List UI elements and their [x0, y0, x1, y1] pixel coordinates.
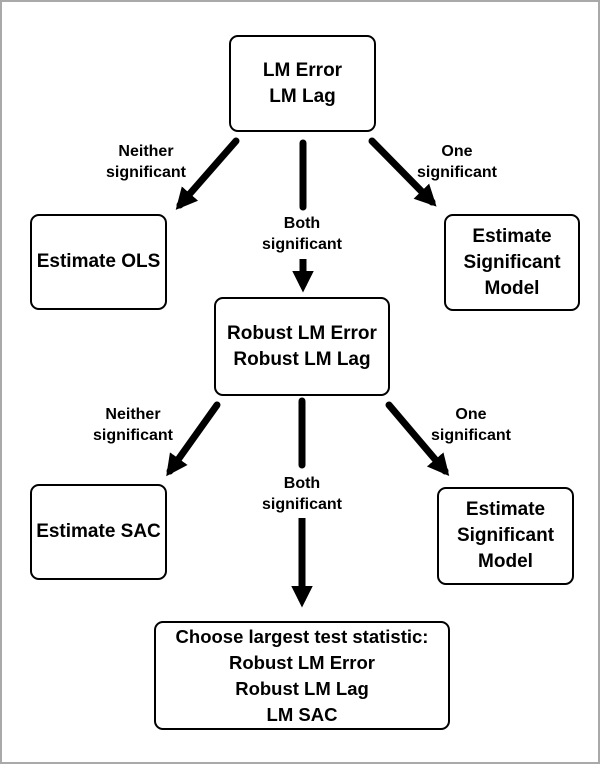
node-choose-largest-test-statistic: Choose largest test statistic: Robust LM…: [154, 621, 450, 730]
edge-label-line: significant: [105, 164, 187, 181]
edge-label-neither-significant-1: Neither significant: [106, 141, 186, 183]
node-line: Significant: [463, 251, 561, 273]
node-line: Estimate OLS: [36, 251, 161, 272]
edge-label-line: One: [441, 143, 473, 160]
edge-label-line: Neither: [118, 143, 174, 160]
node-line: Significant: [456, 525, 555, 546]
edge-label-line: significant: [416, 164, 498, 181]
node-estimate-significant-model-2: Estimate Significant Model: [437, 487, 574, 585]
edge-label-both-significant-1: Both significant: [262, 213, 342, 255]
node-line: Estimate: [465, 499, 546, 520]
node-line: Estimate SAC: [36, 521, 161, 542]
node-robust-lm-tests: Robust LM Error Robust LM Lag: [214, 297, 390, 396]
node-estimate-significant-model-1: Estimate Significant Model: [444, 214, 580, 311]
edge-label-line: significant: [261, 496, 343, 513]
edge-label-line: significant: [92, 427, 174, 444]
edge-label-line: significant: [261, 236, 343, 253]
arrow-robust-to-sac: [166, 401, 221, 477]
edge-label-neither-significant-2: Neither significant: [93, 404, 173, 446]
edge-label-line: Neither: [105, 406, 161, 423]
node-lm-tests: LM Error LM Lag: [229, 35, 376, 132]
arrow-lm-to-ols: [175, 137, 240, 210]
edge-label-line: One: [455, 406, 487, 423]
node-line: Model: [484, 277, 540, 299]
node-line: LM Lag: [269, 85, 336, 107]
node-line: Model: [478, 551, 533, 572]
edge-label-line: significant: [430, 427, 512, 444]
edge-label-line: Both: [283, 475, 321, 492]
edge-label-line: Both: [283, 215, 321, 232]
edge-label-one-significant-2: One significant: [431, 404, 511, 446]
node-line: Robust LM Error: [229, 651, 375, 673]
node-estimate-sac: Estimate SAC: [30, 484, 167, 580]
node-line: Estimate: [472, 225, 552, 247]
node-line: LM Error: [262, 59, 343, 81]
edge-label-both-significant-2: Both significant: [262, 473, 342, 515]
node-line: Robust LM Lag: [235, 677, 369, 699]
node-line: Robust LM Error: [227, 322, 377, 344]
node-line: LM SAC: [266, 703, 338, 725]
node-line: Robust LM Lag: [233, 348, 371, 370]
node-estimate-ols: Estimate OLS: [30, 214, 167, 310]
node-line: Choose largest test statistic:: [175, 625, 429, 647]
edge-label-one-significant-1: One significant: [417, 141, 497, 183]
